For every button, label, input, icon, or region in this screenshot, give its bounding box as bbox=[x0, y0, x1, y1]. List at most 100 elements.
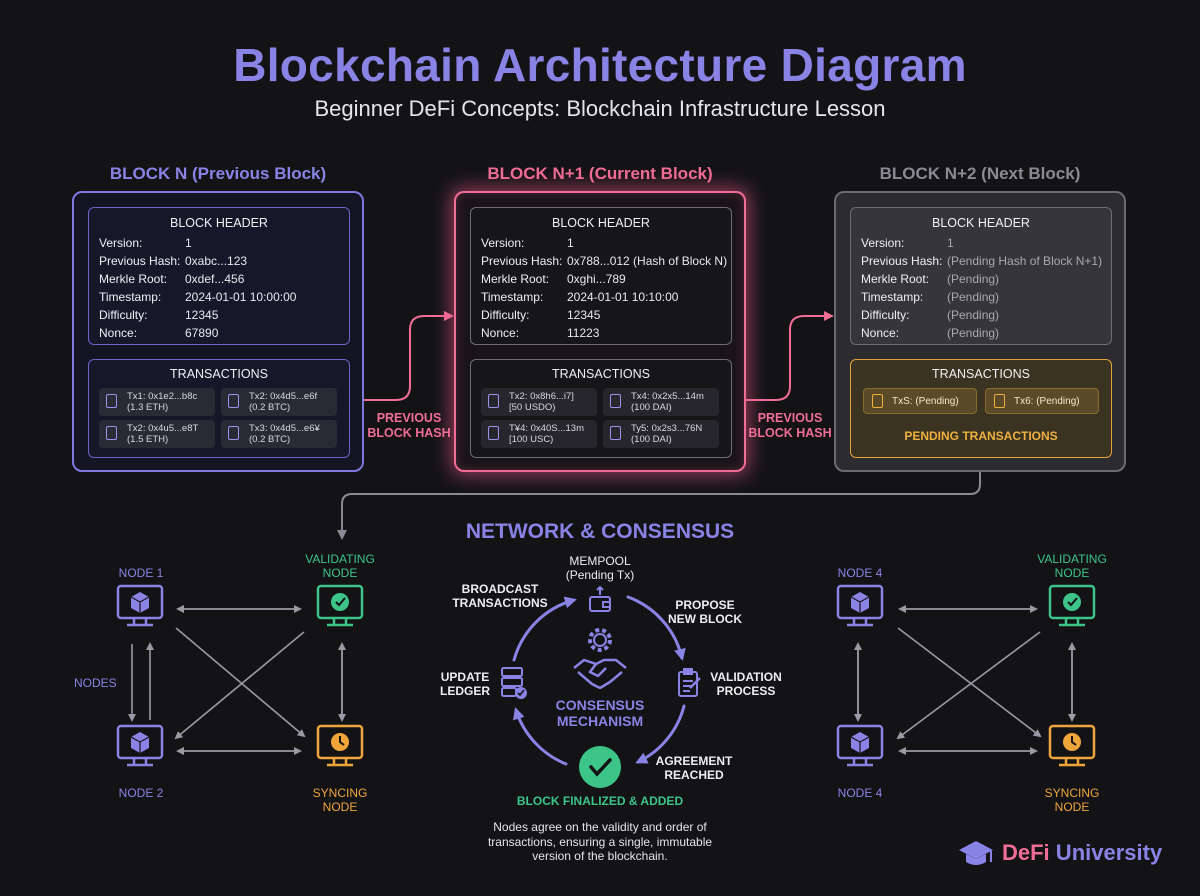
tx-id: Tx2: 0x8h6...i7] bbox=[509, 391, 574, 402]
header-label-difficulty: Difficulty: bbox=[861, 308, 910, 322]
syncing-node-clock-icon bbox=[1048, 724, 1096, 767]
block-n-header-panel: BLOCK HEADER Version: Previous Hash: Mer… bbox=[88, 207, 350, 345]
block-n2: BLOCK HEADER Version: Previous Hash: Mer… bbox=[834, 191, 1126, 472]
block-n-version: 1 bbox=[185, 236, 192, 250]
brand-part2: University bbox=[1049, 840, 1163, 865]
node2-label: NODE 2 bbox=[118, 786, 164, 800]
block-n2-tx-title: TRANSACTIONS bbox=[932, 367, 1030, 381]
header-label-difficulty: Difficulty: bbox=[99, 308, 148, 322]
header-label-difficulty: Difficulty: bbox=[481, 308, 530, 322]
cycle-arc-3 bbox=[512, 707, 568, 766]
header-label-nonce: Nonce: bbox=[861, 326, 900, 340]
header-label-timestamp: Timestamp: bbox=[99, 290, 162, 304]
document-icon bbox=[488, 394, 499, 408]
header-label-timestamp: Timestamp: bbox=[861, 290, 924, 304]
tx-amount: [100 USC) bbox=[509, 434, 554, 445]
block-n1-version: 1 bbox=[567, 236, 574, 250]
cycle-arc-2 bbox=[635, 704, 686, 764]
cycle-arc-4 bbox=[512, 596, 577, 662]
block-n2-difficulty: (Pending) bbox=[947, 308, 1000, 322]
node1-label: NODE 1 bbox=[118, 566, 164, 580]
tx-amount: [50 USDO) bbox=[509, 402, 556, 413]
validating-node-check-icon bbox=[316, 584, 364, 627]
node4-cube-icon bbox=[836, 724, 884, 767]
header-label-nonce: Nonce: bbox=[481, 326, 520, 340]
handshake-icon bbox=[573, 658, 627, 690]
tx-item: Tx4: 0x2x5...14m(100 DAI) bbox=[603, 388, 719, 416]
block-n2-prev-hash: (Pending Hash of Block N+1) bbox=[947, 254, 1103, 268]
node1-cube-icon bbox=[116, 584, 164, 627]
block-n-difficulty: 12345 bbox=[185, 308, 219, 322]
block-n-tx-title: TRANSACTIONS bbox=[170, 367, 268, 381]
block-n1-label: BLOCK N+1 (Current Block) bbox=[487, 164, 713, 183]
block-n2-header-panel: BLOCK HEADER Version: Previous Hash: Mer… bbox=[850, 207, 1112, 345]
header-label-prev-hash: Previous Hash: bbox=[481, 254, 563, 268]
pending-tx-item: Tx6: (Pending) bbox=[985, 388, 1099, 414]
block-n2-version: 1 bbox=[947, 236, 954, 250]
header-label-timestamp: Timestamp: bbox=[481, 290, 544, 304]
graduation-cap-icon bbox=[959, 841, 993, 865]
tx-id: Tx1: 0x1e2...b8c bbox=[127, 391, 198, 402]
block-n-prev-hash: 0xabc...123 bbox=[185, 254, 248, 268]
pending-tx-item: TxS: (Pending) bbox=[863, 388, 977, 414]
block-n1-tx-panel: TRANSACTIONS Tx2: 0x8h6...i7][50 USDO) T… bbox=[470, 359, 732, 458]
block-n-merkle: 0xdef...456 bbox=[185, 272, 245, 286]
hash-arrow-2 bbox=[745, 311, 834, 401]
header-label-prev-hash: Previous Hash: bbox=[861, 254, 943, 268]
tx-amount: (1.5 ETH) bbox=[127, 434, 169, 445]
tx-amount: (0.2 BTC) bbox=[249, 402, 291, 413]
block-n1-nonce: 11223 bbox=[567, 326, 600, 340]
wallet-icon bbox=[589, 585, 611, 612]
block-n-label: BLOCK N (Previous Block) bbox=[109, 164, 327, 183]
block-n2-timestamp: (Pending) bbox=[947, 290, 1000, 304]
header-label-merkle: Merkle Root: bbox=[99, 272, 168, 286]
header-label-merkle: Merkle Root: bbox=[481, 272, 550, 286]
clipboard-icon bbox=[678, 668, 701, 697]
block-n-nonce: 67890 bbox=[185, 326, 219, 340]
tx-item: Tx2: 0x4d5...e6f(0.2 BTC) bbox=[221, 388, 337, 416]
page-title: Blockchain Architecture Diagram bbox=[233, 39, 967, 91]
header-label-version: Version: bbox=[861, 236, 905, 250]
network-title: NETWORK & CONSENSUS bbox=[465, 520, 735, 543]
ledger-icon bbox=[501, 667, 527, 699]
document-icon bbox=[228, 394, 239, 408]
cycle-arc-1 bbox=[626, 595, 686, 661]
brand-logo-text: DeFi University bbox=[1002, 840, 1162, 866]
nodes-label: NODES bbox=[74, 676, 117, 690]
node4-bottom-label: NODE 4 bbox=[837, 786, 883, 800]
block-n2-merkle: (Pending) bbox=[947, 272, 1000, 286]
document-icon bbox=[228, 426, 239, 440]
document-icon bbox=[994, 394, 1005, 408]
block-n-header-title: BLOCK HEADER bbox=[170, 216, 268, 230]
page-subtitle: Beginner DeFi Concepts: Blockchain Infra… bbox=[314, 96, 886, 121]
block-n1-header-title: BLOCK HEADER bbox=[552, 216, 650, 230]
block-n1-tx-title: TRANSACTIONS bbox=[552, 367, 650, 381]
tx-id: T¥4: 0x40S...13m bbox=[509, 423, 584, 434]
block-n1-prev-hash: 0x788...012 (Hash of Block N) bbox=[567, 254, 728, 268]
tx-id: Ty5: 0x2s3...76N bbox=[631, 423, 703, 434]
tx-amount: (0.2 BTC) bbox=[249, 434, 291, 445]
document-icon bbox=[488, 426, 499, 440]
tx-item: Tx1: 0x1e2...b8c(1.3 ETH) bbox=[99, 388, 215, 416]
document-icon bbox=[872, 394, 883, 408]
block-n2-tx-panel: TRANSACTIONS TxS: (Pending) Tx6: (Pendin… bbox=[850, 359, 1112, 458]
tx-amount: (100 DAI) bbox=[631, 434, 672, 445]
block-n1-difficulty: 12345 bbox=[567, 308, 601, 322]
tx-item: Tx3: 0x4d5...e6¥(0.2 BTC) bbox=[221, 420, 337, 448]
tx-id: Tx2: 0x4d5...e6f bbox=[249, 391, 318, 402]
mempool-label: MEMPOOL(Pending Tx) bbox=[565, 554, 635, 582]
brand-part1: DeFi bbox=[1002, 840, 1050, 865]
block-n1-merkle: 0xghi...789 bbox=[567, 272, 626, 286]
block-n1: BLOCK HEADER Version: Previous Hash: Mer… bbox=[454, 191, 746, 472]
tx-amount: (1.3 ETH) bbox=[127, 402, 169, 413]
node2-cube-icon bbox=[116, 724, 164, 767]
document-icon bbox=[106, 394, 117, 408]
